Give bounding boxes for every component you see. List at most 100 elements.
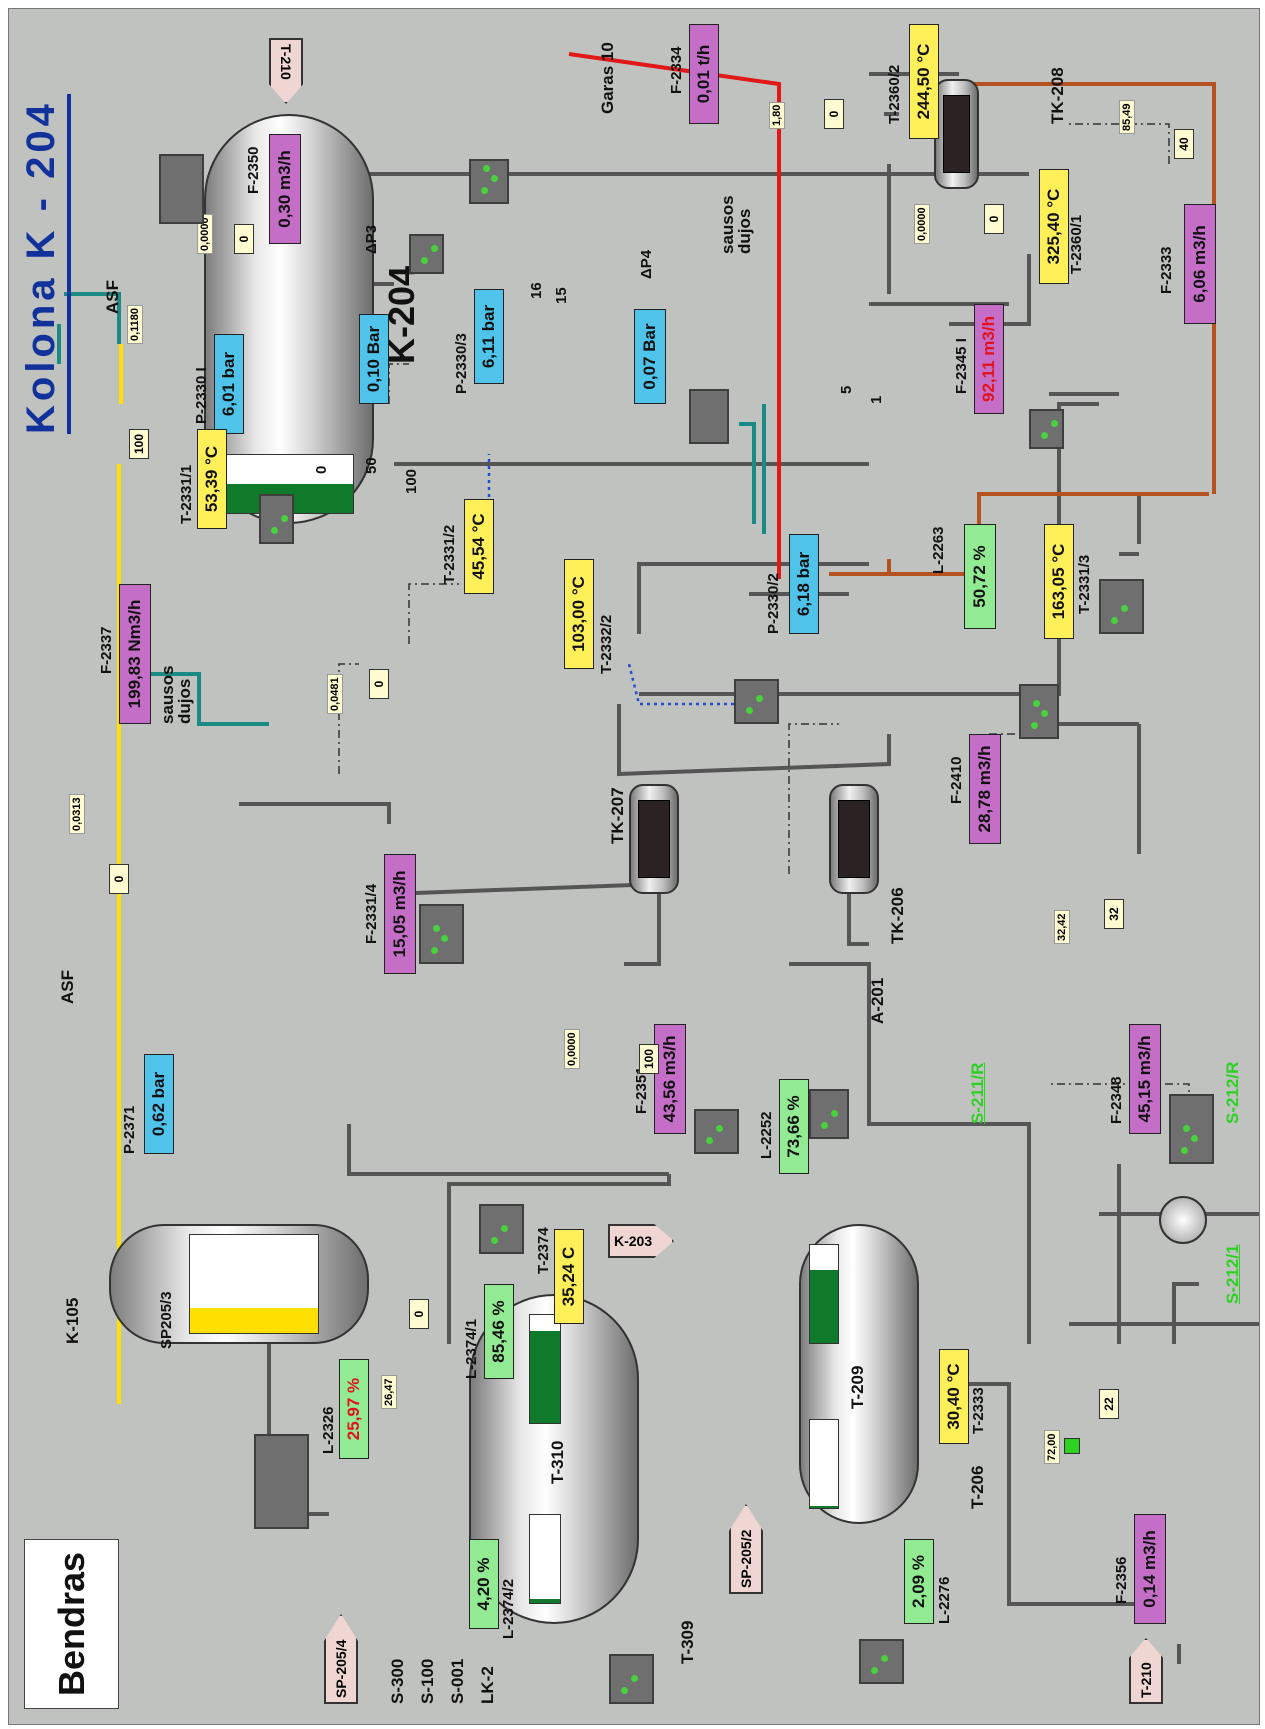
t2333-display[interactable]: 30,40 °C	[939, 1349, 969, 1444]
valve-2334-position[interactable]: 0	[824, 99, 844, 129]
p23303-display[interactable]: 6,11 bar	[474, 289, 504, 384]
t310-top-fill	[530, 1331, 560, 1423]
trend-2326[interactable]	[254, 1434, 309, 1529]
p23302-tag: P-2330/2	[766, 573, 781, 634]
column-scale-100: 100	[404, 469, 419, 494]
l2276-display[interactable]: 2,09 %	[904, 1539, 934, 1624]
p2330-tag: P-2330 I	[194, 367, 209, 424]
tray-16: 16	[529, 282, 544, 299]
trend-green-1[interactable]	[469, 159, 509, 204]
valve-2356-output: 72,00	[1044, 1430, 1060, 1464]
valve-2351-output: 0,0000	[564, 1029, 580, 1069]
dp4-display[interactable]: 0,07 Bar	[634, 309, 666, 404]
tk208-label: TK-208	[1049, 67, 1066, 124]
valve-2330-output: 0,1180	[127, 305, 143, 344]
l2276-tag: L-2276	[937, 1576, 952, 1624]
f2334-display[interactable]: 0,01 t/h	[689, 24, 719, 124]
lk2-label: LK-2	[479, 1666, 496, 1704]
heat-exchanger-tk208[interactable]	[934, 79, 979, 189]
valve-2410-position[interactable]: 32	[1104, 899, 1124, 929]
trend-green-13[interactable]	[859, 1639, 904, 1684]
f2356-display[interactable]: 0,14 m3/h	[1134, 1514, 1166, 1624]
l2263-tag: L-2263	[931, 526, 946, 574]
valve-2356-position[interactable]: 22	[1099, 1389, 1119, 1419]
trend-green-9[interactable]	[694, 1109, 739, 1154]
asf-label-left: ASF	[59, 970, 76, 1004]
f2351-display[interactable]: 43,56 m3/h	[654, 1024, 686, 1134]
trend-green-8[interactable]	[419, 904, 464, 964]
valve-2351-position[interactable]: 100	[639, 1044, 659, 1074]
valve-2360-position[interactable]: 0	[984, 204, 1004, 234]
t23311-tag: T-2331/1	[179, 465, 194, 524]
f2410-tag: F-2410	[949, 756, 964, 804]
t23312-display[interactable]: 45,54 °C	[464, 499, 494, 594]
trend-green-3[interactable]	[259, 494, 294, 544]
p23302-display[interactable]: 6,18 bar	[789, 534, 819, 634]
dp4-tag: ΔP4	[639, 250, 654, 279]
valve-2330-position[interactable]: 100	[129, 429, 149, 459]
t23602-display[interactable]: 244,50 °C	[909, 24, 939, 139]
t23601-display[interactable]: 325,40 °C	[1039, 169, 1069, 284]
t23311-display[interactable]: 53,39 °C	[197, 429, 227, 529]
heat-exchanger-tk206[interactable]	[829, 784, 879, 894]
trend-green-14[interactable]	[609, 1654, 654, 1704]
f2350-display[interactable]: 0,30 m3/h	[269, 134, 301, 244]
f2337-display[interactable]: 199,83 Nm3/h	[119, 584, 151, 724]
trend-green-7[interactable]	[1029, 409, 1064, 449]
f23314-display[interactable]: 15,05 m3/h	[384, 854, 416, 974]
t23322-display[interactable]: 103,00 °C	[564, 559, 594, 669]
trend-green-10[interactable]	[1169, 1094, 1214, 1164]
dp3-display[interactable]: 0,10 Bar	[359, 314, 389, 404]
t310-bot-fill	[530, 1599, 560, 1603]
l23741-tag: L-2374/1	[464, 1319, 479, 1379]
title: Kolona K - 204	[19, 100, 64, 434]
valve-2326-position[interactable]: 0	[409, 1299, 429, 1329]
f2345-display[interactable]: 92,11 m3/h	[974, 304, 1004, 414]
s212r-label[interactable]: S-212/R	[1224, 1062, 1241, 1124]
heat-exchanger-tk207[interactable]	[629, 784, 679, 894]
l23742-display[interactable]: 4,20 %	[469, 1539, 499, 1629]
trend-green-5[interactable]	[1019, 684, 1059, 739]
s2121-label[interactable]: S-212/1	[1224, 1244, 1241, 1304]
trend-green-4[interactable]	[734, 679, 779, 724]
trend-green-2[interactable]	[409, 234, 444, 274]
tk206-label: TK-206	[889, 887, 906, 944]
p2330-display[interactable]: 6,01 bar	[214, 334, 244, 434]
t309-label: T-309	[679, 1621, 696, 1664]
trend-green-11[interactable]	[479, 1204, 524, 1254]
t209-label: T-209	[849, 1366, 866, 1409]
valve-2337-position[interactable]: 0	[109, 864, 129, 894]
t23313-display[interactable]: 163,05 °C	[1044, 524, 1074, 639]
t2374-display[interactable]: 35,24 C	[554, 1229, 584, 1324]
l23741-display[interactable]: 85,46 %	[484, 1284, 514, 1379]
trend-2350[interactable]	[159, 154, 204, 224]
l2252-tag: L-2252	[759, 1111, 774, 1159]
f2410-display[interactable]: 28,78 m3/h	[969, 734, 1001, 844]
pump-icon[interactable]	[1159, 1196, 1207, 1244]
hmi-screen: Kolona K - 204 Bendras K-204 100 50 0 16…	[8, 8, 1260, 1725]
corner-label: Bendras	[24, 1539, 119, 1709]
trend-green-6[interactable]	[1099, 579, 1144, 634]
l2263-display[interactable]: 50,72 %	[964, 524, 996, 629]
valve-2350-position[interactable]: 0	[234, 224, 254, 254]
s211r-label[interactable]: S-211/R	[969, 1063, 986, 1124]
l2252-display[interactable]: 73,66 %	[779, 1079, 809, 1174]
t23322-tag: T-2332/2	[599, 615, 614, 674]
p2371-tag: P-2371	[122, 1106, 137, 1154]
p2371-display[interactable]: 0,62 bar	[144, 1054, 174, 1154]
f2333-display[interactable]: 6,06 m3/h	[1184, 204, 1216, 324]
f2348-display[interactable]: 45,15 m3/h	[1129, 1024, 1161, 1134]
column-scale-0: 0	[314, 466, 329, 474]
l2326-display[interactable]: 25,97 %	[339, 1359, 369, 1459]
l23742-tag: L-2374/2	[501, 1579, 516, 1639]
valve-2331-output: 0,0481	[327, 674, 343, 714]
valve-2333-position[interactable]: 40	[1174, 129, 1194, 159]
f2333-tag: F-2333	[1159, 246, 1174, 294]
a201-label: A-201	[869, 978, 886, 1024]
trend-green-12[interactable]	[809, 1089, 849, 1139]
valve-2331-position[interactable]: 0	[369, 669, 389, 699]
trend-dp4[interactable]	[689, 389, 729, 444]
f2334-tag: F-2334	[669, 46, 684, 94]
t2374-tag: T-2374	[536, 1227, 551, 1274]
